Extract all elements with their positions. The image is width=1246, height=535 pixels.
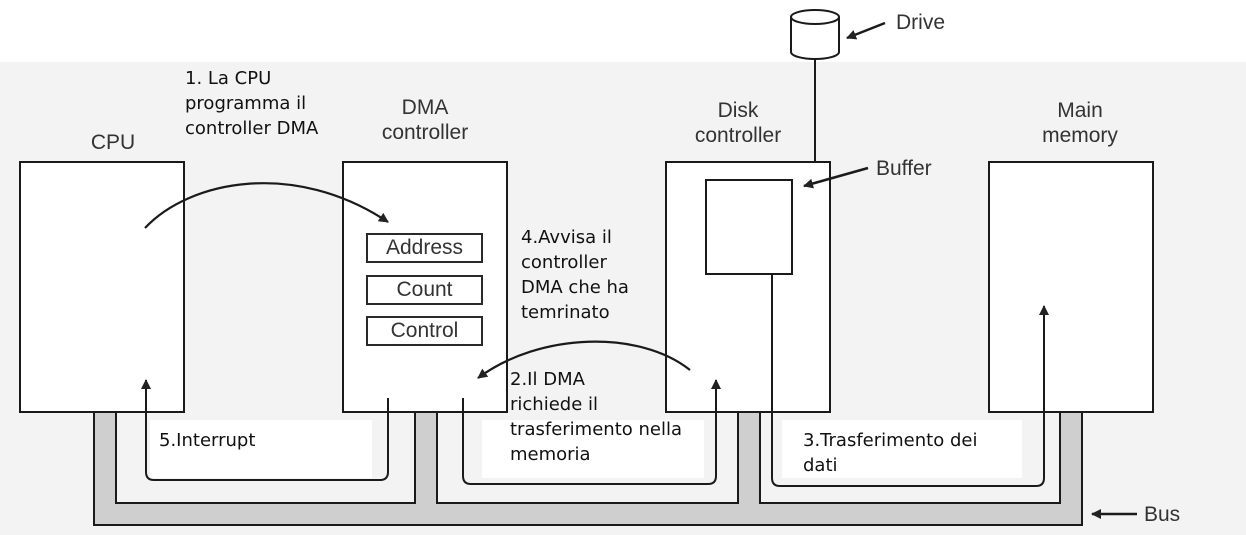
register-address: Address bbox=[366, 233, 483, 263]
step1-arrow bbox=[144, 182, 389, 229]
step3-arrow bbox=[771, 274, 1049, 487]
buffer-label: Buffer bbox=[876, 157, 932, 180]
step1-note: 1. La CPU programma il controller DMA bbox=[185, 68, 319, 139]
dma-controller-label: DMA controller bbox=[381, 96, 469, 144]
bus-label: Bus bbox=[1144, 503, 1181, 526]
label-background bbox=[782, 420, 1022, 478]
label-background bbox=[482, 420, 704, 478]
drive-pointer-arrow bbox=[846, 21, 886, 40]
buffer-box bbox=[705, 179, 793, 275]
step2-note: 2.Il DMA richiede il trasferimento nella… bbox=[510, 369, 683, 465]
register-control: Control bbox=[366, 316, 483, 346]
drive-label: Drive bbox=[896, 11, 946, 34]
cpu-label: CPU bbox=[90, 131, 136, 154]
cpu-box bbox=[19, 161, 185, 413]
main-memory-box bbox=[988, 161, 1154, 413]
step3-note: 3.Trasferimento dei dati bbox=[803, 430, 978, 476]
step2-arrow bbox=[462, 379, 721, 485]
register-count: Count bbox=[366, 275, 483, 305]
step4-arrow bbox=[477, 340, 691, 379]
step5-arrow bbox=[141, 379, 389, 481]
main-memory-label: Main memory bbox=[1042, 99, 1118, 147]
buffer-pointer-arrow bbox=[803, 166, 869, 189]
disk-controller-label: Disk controller bbox=[694, 99, 782, 147]
drive-icon bbox=[790, 9, 840, 60]
label-background bbox=[150, 420, 372, 478]
step5-note: 5.Interrupt bbox=[159, 430, 256, 451]
step4-note: 4.Avvisa il controller DMA che ha temrin… bbox=[521, 227, 629, 323]
